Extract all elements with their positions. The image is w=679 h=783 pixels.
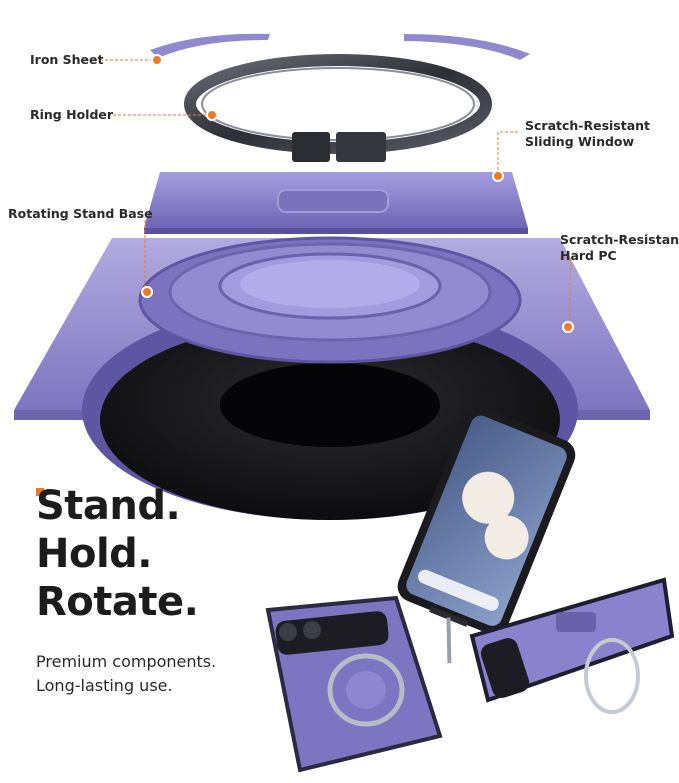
iron-sheet <box>150 33 530 60</box>
headline-line-1: Stand. <box>36 483 181 529</box>
callout-stand-base: Rotating Stand Base <box>8 206 153 221</box>
accent-square <box>36 488 44 496</box>
callout-iron-sheet: Iron Sheet <box>30 52 104 67</box>
headline-line-3: Rotate. <box>36 579 199 625</box>
subline-line-1: Premium components. <box>36 652 217 671</box>
callout-ring-holder: Ring Holder <box>30 107 114 122</box>
subline-line-2: Long-lasting use. <box>36 676 173 695</box>
subline: Premium components. Long-lasting use. <box>36 650 216 698</box>
callout-hard-pc-line2: Hard PC <box>560 248 617 263</box>
callout-hard-pc: Scratch-Resistant Hard PC <box>560 232 679 264</box>
callout-sliding-window: Scratch-Resistant Sliding Window <box>525 118 650 150</box>
callout-hard-pc-line1: Scratch-Resistant <box>560 232 679 247</box>
callout-sliding-window-line1: Scratch-Resistant <box>525 118 651 133</box>
callout-dots <box>141 54 574 333</box>
callout-lines <box>100 59 571 326</box>
phone-front-view <box>397 407 576 664</box>
headline-line-2: Hold. <box>36 531 153 577</box>
ring-holder <box>184 54 492 162</box>
phone-landscape-view <box>469 577 675 714</box>
callout-sliding-window-line2: Sliding Window <box>525 134 635 149</box>
phone-back-view <box>265 595 443 773</box>
rotating-stand-base <box>138 236 522 364</box>
headline: Stand. Hold. Rotate. <box>36 482 199 626</box>
sliding-window <box>144 172 528 234</box>
